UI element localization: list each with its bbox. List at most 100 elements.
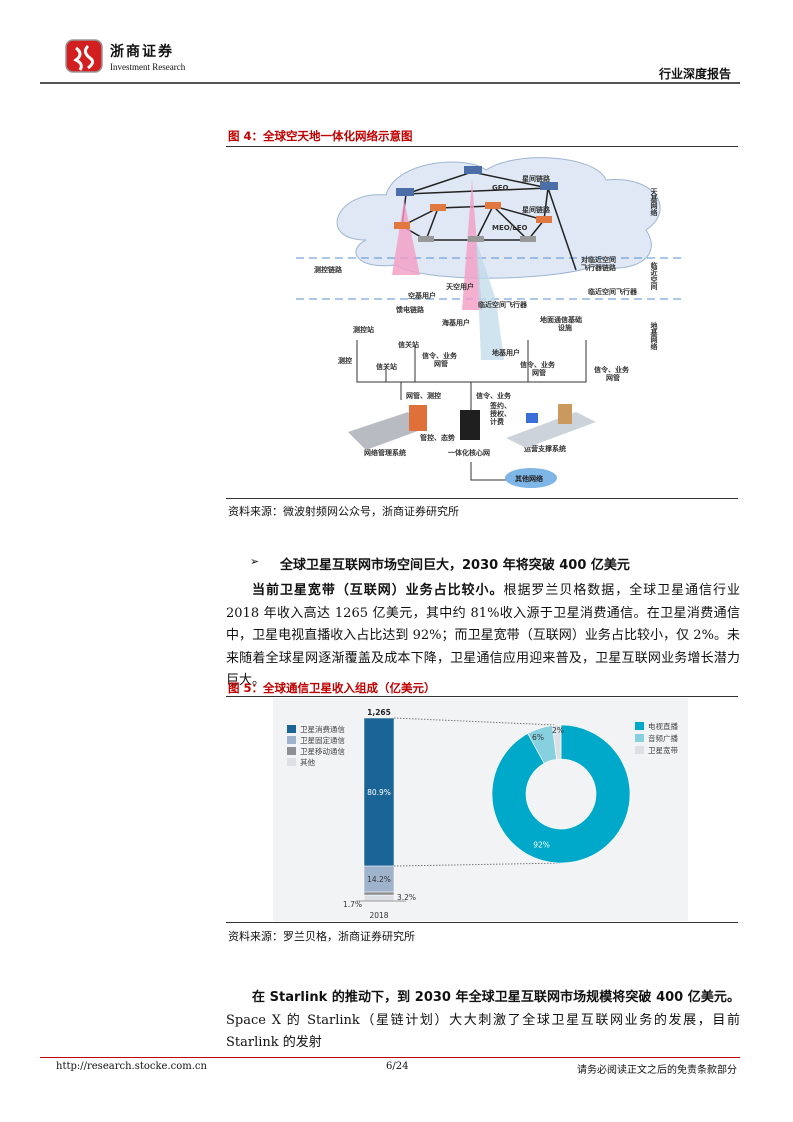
oss-platform bbox=[506, 412, 596, 448]
label: 签约、 bbox=[489, 401, 511, 410]
revenue-chart: 卫星消费通信卫星固定通信卫星移动通信其他80.9%14.2%1.7%3.2%1,… bbox=[273, 698, 688, 921]
legend-label: 卫星宽带 bbox=[648, 745, 678, 755]
bar-value-label: 3.2% bbox=[397, 893, 416, 902]
bar-value-label: 14.2% bbox=[367, 875, 391, 884]
label: 运营支撑系统 bbox=[524, 444, 566, 453]
label: 其他网络 bbox=[515, 474, 543, 483]
legend-swatch bbox=[287, 758, 296, 766]
core-server-icon bbox=[460, 410, 480, 440]
legend-label: 音频广播 bbox=[648, 733, 678, 743]
figure4-bottom-rule bbox=[226, 498, 738, 499]
donut-slice bbox=[552, 724, 562, 760]
label: 网管 bbox=[434, 359, 448, 368]
server-icon bbox=[558, 404, 572, 424]
layer-label: 地基网络 bbox=[650, 321, 659, 351]
label: 测控链路 bbox=[314, 265, 343, 274]
nms-platform bbox=[348, 412, 426, 450]
figure4-top-rule bbox=[226, 146, 738, 147]
label-isl: 星间链路 bbox=[522, 174, 551, 183]
connector-line bbox=[393, 717, 556, 726]
space-cloud bbox=[336, 157, 661, 279]
legend-label: 电视直播 bbox=[648, 721, 678, 731]
legend-label: 卫星移动通信 bbox=[300, 746, 345, 756]
legend-swatch bbox=[635, 722, 644, 730]
layer-label: 天基网络 bbox=[650, 188, 659, 217]
label: 天空用户 bbox=[446, 282, 474, 291]
legend-swatch bbox=[287, 736, 296, 744]
bar-segment bbox=[363, 891, 395, 896]
label: 海基用户 bbox=[442, 318, 470, 327]
connector-line bbox=[393, 862, 564, 867]
label: 馈电链路 bbox=[396, 305, 425, 314]
legend-label: 其他 bbox=[300, 757, 315, 767]
ground-links bbox=[356, 340, 587, 481]
figure4-source: 资料来源：微波射频网公众号，浙商证券研究所 bbox=[228, 505, 459, 518]
legend-swatch bbox=[287, 747, 296, 755]
label: 网管 bbox=[606, 373, 620, 382]
label: 一体化核心网 bbox=[448, 448, 490, 457]
database-icon bbox=[526, 413, 538, 423]
footer-url[interactable]: http://research.stocke.com.cn bbox=[56, 1061, 207, 1072]
beam bbox=[462, 180, 482, 310]
logo-name: 浙商证券 bbox=[110, 44, 174, 60]
bar-total-label: 1,265 bbox=[367, 708, 391, 717]
header-rule bbox=[40, 82, 740, 84]
label: 信令、业务 bbox=[520, 360, 556, 369]
label: 地基用户 bbox=[492, 348, 520, 357]
label: 信令、业务 bbox=[422, 351, 458, 360]
legend-label: 卫星消费通信 bbox=[300, 724, 345, 734]
donut-slice bbox=[491, 724, 631, 864]
paragraph-text: 根据罗兰贝格数据，全球卫星通信行业 2018 年收入高达 1265 亿美元，其中… bbox=[226, 583, 740, 688]
report-type: 行业深度报告 bbox=[658, 67, 731, 81]
legend-swatch bbox=[287, 725, 296, 733]
label: 临近空间飞行器 bbox=[478, 300, 528, 309]
bar-value-label: 80.9% bbox=[367, 788, 391, 797]
network-diagram: GEO 星间链路 星间链路 MEO/LEO 对临近空间 飞行器链路 临近空间飞行… bbox=[296, 157, 681, 488]
label: 网管、测控 bbox=[406, 391, 441, 400]
legend-swatch bbox=[635, 746, 644, 754]
legend-swatch bbox=[635, 734, 644, 742]
logo-subtitle: Investment Research bbox=[110, 62, 186, 72]
paragraph-lead: 当前卫星宽带（互联网）业务占比较小。 bbox=[252, 583, 504, 598]
label-geo: GEO bbox=[492, 184, 509, 192]
page-number: 6/24 bbox=[386, 1061, 409, 1072]
label: 网管 bbox=[532, 368, 546, 377]
label: 管控、态势 bbox=[420, 433, 455, 442]
paragraph-lead: 在 Starlink 的推动下，到 2030 年全球卫星互联网市场规模将突破 4… bbox=[252, 990, 740, 1005]
label: 测控站 bbox=[353, 325, 374, 334]
label: 信关站 bbox=[398, 340, 419, 349]
footer-rule bbox=[40, 1057, 740, 1058]
paragraph: 当前卫星宽带（互联网）业务占比较小。根据罗兰贝格数据，全球卫星通信行业 2018… bbox=[226, 580, 740, 693]
bar-segment bbox=[363, 717, 395, 867]
footer-disclaimer: 请务必阅读正文之后的免责条款部分 bbox=[577, 1065, 737, 1076]
x-tick-label: 2018 bbox=[369, 911, 388, 920]
label: 信令、业务 bbox=[594, 365, 630, 374]
label: 对临近空间 bbox=[581, 255, 616, 264]
donut-value-label: 92% bbox=[533, 841, 550, 850]
label: 授权、 bbox=[490, 409, 511, 418]
label: 飞行器链路 bbox=[581, 263, 617, 272]
figure5-top-rule bbox=[226, 696, 738, 697]
bar-segment bbox=[363, 865, 395, 893]
satellites bbox=[394, 166, 558, 242]
section-heading: 全球卫星互联网市场空间巨大，2030 年将突破 400 亿美元 bbox=[280, 558, 630, 573]
donut-value-label: 2% bbox=[552, 726, 564, 735]
label: 空基用户 bbox=[408, 291, 436, 300]
figure5-source: 资料来源：罗兰贝格，浙商证券研究所 bbox=[228, 930, 415, 943]
label: 信令、业务 bbox=[476, 391, 512, 400]
other-network-cloud bbox=[505, 468, 557, 488]
layer-label: 临近空间 bbox=[650, 261, 658, 291]
label: 计费 bbox=[490, 417, 504, 426]
bullet-icon: ➢ bbox=[250, 555, 260, 568]
figure4-title: 图 4：全球空天地一体化网络示意图 bbox=[228, 129, 413, 143]
figure5-bottom-rule bbox=[226, 922, 738, 923]
label-isl: 星间链路 bbox=[522, 205, 551, 214]
logo bbox=[64, 38, 104, 74]
label: 地面通信基础 bbox=[540, 315, 582, 324]
label: 测控 bbox=[338, 356, 352, 365]
legend-label: 卫星固定通信 bbox=[300, 735, 345, 745]
beam bbox=[392, 200, 420, 275]
donut-value-label: 6% bbox=[532, 733, 544, 742]
figure5-title: 图 5：全球通信卫星收入组成（亿美元） bbox=[228, 681, 436, 695]
